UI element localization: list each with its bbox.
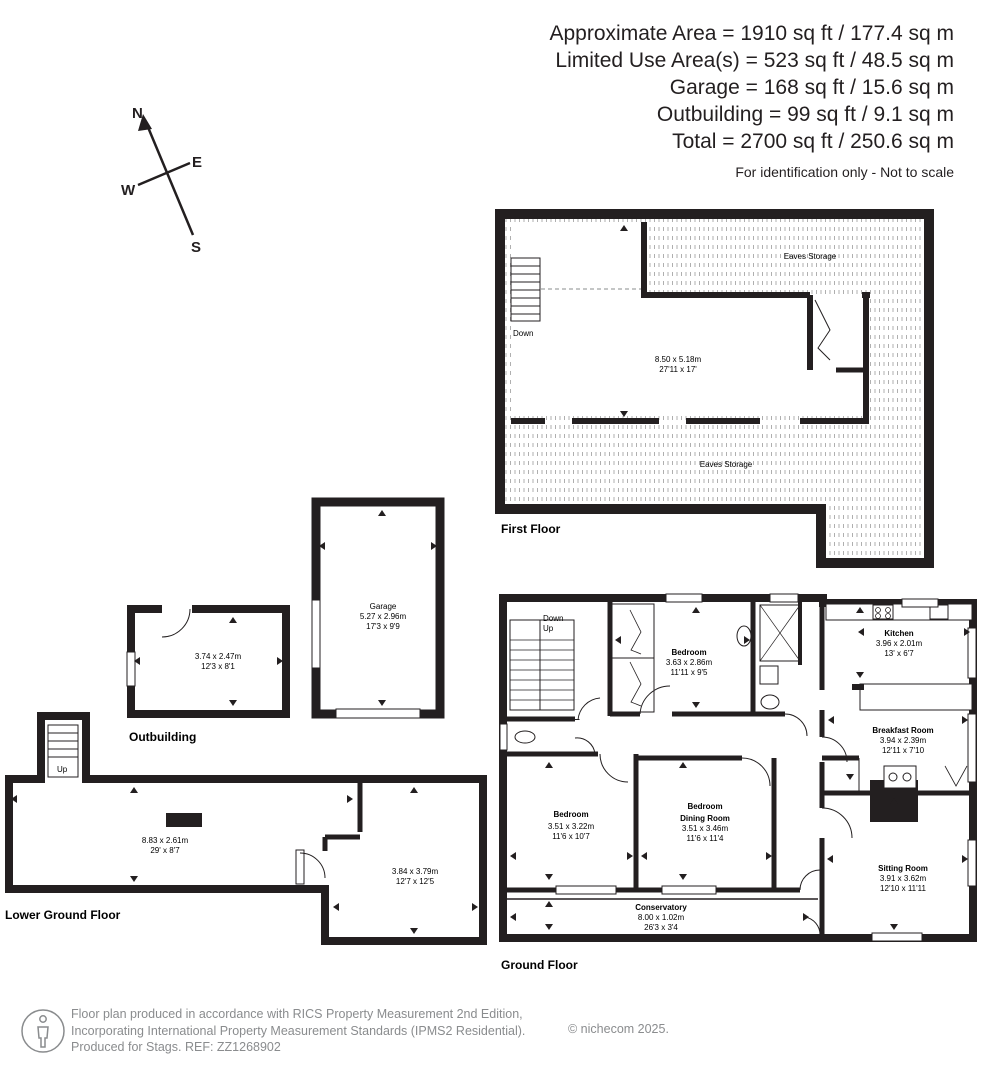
person-measure-icon	[21, 1009, 65, 1053]
outbuilding-area: Outbuilding = 99 sq ft / 9.1 sq m	[656, 103, 954, 126]
conservatory-dims-ft: 26'3 x 3'4	[644, 923, 678, 932]
bedroom-dining-dims-ft: 11'6 x 11'4	[686, 834, 724, 843]
outbuilding-dims-m: 3.74 x 2.47m	[195, 652, 242, 661]
sitting-room-label: Sitting Room	[878, 864, 928, 873]
bedroom-left-dims-ft: 11'6 x 10'7	[552, 832, 590, 841]
breakfast-room-dims-m: 3.94 x 2.39m	[880, 736, 927, 745]
garage-label: Garage	[370, 602, 397, 611]
lower-main-dims-ft: 29' x 8'7	[150, 846, 180, 855]
outbuilding-plan: 3.74 x 2.47m 12'3 x 8'1 Outbuilding	[126, 604, 290, 744]
footer-line-1: Floor plan produced in accordance with R…	[71, 1007, 523, 1021]
footer-line-2: Incorporating International Property Mea…	[71, 1023, 526, 1038]
lower-stairs-label: Up	[57, 765, 68, 774]
eaves-storage-top-label: Eaves Storage	[784, 252, 837, 261]
breakfast-room-dims-ft: 12'11 x 7'10	[882, 746, 925, 755]
first-floor-plan: Down 8.50 x 5.18m 27'11 x 17' Eaves Stor…	[495, 209, 934, 568]
copyright: © nichecom 2025.	[568, 1022, 669, 1036]
garage-dims-m: 5.27 x 2.96m	[360, 612, 407, 621]
garage-dims-ft: 17'3 x 9'9	[366, 622, 400, 631]
lower-side-dims-m: 3.84 x 3.79m	[392, 867, 439, 876]
footer-line-3: Produced for Stags. REF: ZZ1268902	[71, 1040, 281, 1054]
compass-w: W	[121, 182, 136, 199]
sitting-room-dims-ft: 12'10 x 11'11	[880, 884, 926, 893]
first-floor-room-dims-ft: 27'11 x 17'	[659, 365, 697, 374]
footer-text: Floor plan produced in accordance with R…	[71, 1006, 525, 1056]
eaves-storage-bottom-label: Eaves Storage	[700, 460, 753, 469]
limited-use-area: Limited Use Area(s) = 523 sq ft / 48.5 s…	[555, 49, 954, 72]
approximate-area: Approximate Area = 1910 sq ft / 177.4 sq…	[549, 22, 955, 45]
lower-side-dims-ft: 12'7 x 12'5	[396, 877, 435, 886]
scale-note: For identification only - Not to scale	[735, 164, 954, 180]
ground-floor-title: Ground Floor	[501, 958, 578, 972]
first-floor-room-dims-m: 8.50 x 5.18m	[655, 355, 702, 364]
breakfast-room-label: Breakfast Room	[872, 726, 933, 735]
kitchen-dims-m: 3.96 x 2.01m	[876, 639, 923, 648]
garage-area: Garage = 168 sq ft / 15.6 sq m	[669, 76, 954, 99]
garage-plan: Garage 5.27 x 2.96m 17'3 x 9'9	[311, 497, 445, 719]
bedroom-dining-dims-m: 3.51 x 3.46m	[682, 824, 729, 833]
compass-rose: N E S W	[121, 105, 202, 256]
compass-n: N	[132, 105, 143, 122]
outbuilding-title: Outbuilding	[129, 730, 196, 744]
total-area: Total = 2700 sq ft / 250.6 sq m	[672, 130, 954, 153]
conservatory-label: Conservatory	[635, 903, 687, 912]
compass-e: E	[192, 154, 202, 171]
bedroom-top-dims-m: 3.63 x 2.86m	[666, 658, 713, 667]
bedroom-top-dims-ft: 11'11 x 9'5	[670, 668, 708, 677]
kitchen-label: Kitchen	[884, 629, 913, 638]
ground-stairs-up: Up	[543, 624, 554, 633]
kitchen-dims-ft: 13' x 6'7	[884, 649, 914, 658]
outbuilding-dims-ft: 12'3 x 8'1	[201, 662, 235, 671]
ground-stairs-down: Down	[543, 614, 563, 623]
lower-main-dims-m: 8.83 x 2.61m	[142, 836, 189, 845]
conservatory-dims-m: 8.00 x 1.02m	[638, 913, 685, 922]
first-floor-title: First Floor	[501, 522, 561, 536]
bedroom-dining-label-1: Bedroom	[687, 802, 722, 811]
ground-floor-plan: Down Up Bedroom 3.63 x 2.86m 11'11 x 9'5…	[499, 593, 977, 972]
bedroom-dining-label-2: Dining Room	[680, 814, 730, 823]
lower-ground-floor-plan: Up 8.83 x 2.61m 29' x 8'7 3.84 x 3.79m 1…	[5, 712, 487, 945]
sitting-room-dims-m: 3.91 x 3.62m	[880, 874, 927, 883]
bedroom-top-label: Bedroom	[671, 648, 706, 657]
first-floor-stairs-label: Down	[513, 329, 533, 338]
lower-ground-floor-title: Lower Ground Floor	[5, 908, 121, 922]
bedroom-left-label: Bedroom	[553, 810, 588, 819]
compass-s: S	[191, 239, 201, 256]
bedroom-left-dims-m: 3.51 x 3.22m	[548, 822, 595, 831]
